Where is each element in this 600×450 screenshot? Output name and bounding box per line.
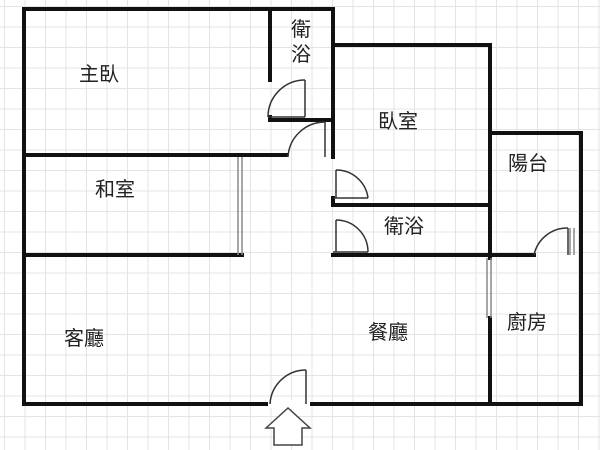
master-bath-door	[267, 79, 306, 118]
room-label-bedroom: 臥室	[378, 109, 418, 133]
walls	[22, 7, 583, 406]
room-label-balcony: 陽台	[508, 151, 548, 175]
master-bath-char-top: 衛	[291, 17, 311, 41]
bathroom-door	[333, 219, 369, 253]
room-label-japanese-room: 和室	[95, 177, 135, 201]
entrance-door	[268, 369, 310, 408]
room-label-living-room: 客廳	[64, 326, 104, 350]
swing-doors	[267, 79, 569, 408]
master-bedroom-door	[287, 121, 326, 158]
room-label-master-bath: 衛 浴	[288, 17, 314, 67]
room-label-bathroom: 衛浴	[384, 214, 424, 238]
master-bath-char-bottom: 浴	[291, 42, 311, 66]
sliding-doors	[237, 157, 575, 318]
balcony-door	[533, 227, 569, 256]
bedroom-door	[333, 169, 369, 199]
up-arrow-icon	[264, 406, 312, 446]
room-label-dining-room: 餐廳	[368, 320, 408, 344]
room-label-master-bedroom: 主臥	[79, 62, 119, 86]
room-label-kitchen: 廚房	[507, 310, 547, 334]
